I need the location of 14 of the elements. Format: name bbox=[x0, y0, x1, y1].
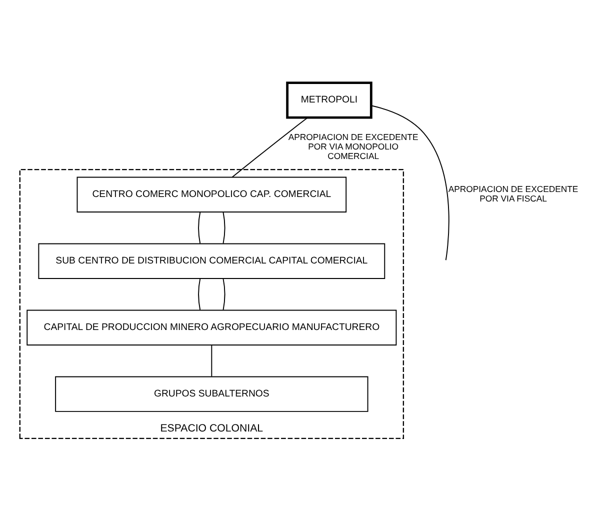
connector bbox=[232, 117, 308, 178]
node-box: METROPOLI bbox=[286, 82, 372, 119]
connector bbox=[222, 212, 226, 244]
edge-label: APROPIACION DE EXCEDENTE POR VIA MONOPOLIO COMERCIAL bbox=[288, 132, 418, 162]
connector bbox=[198, 278, 201, 310]
connector bbox=[222, 278, 226, 310]
node-box: SUB CENTRO DE DISTRIBUCION COMERCIAL CAPITAL COMERCIAL bbox=[38, 243, 386, 279]
edge-label: APROPIACION DE EXCEDENTE POR VIA FISCAL bbox=[448, 184, 578, 204]
node-box: CAPITAL DE PRODUCCION MINERO AGROPECUARIO MANUFACTURERO bbox=[26, 310, 397, 346]
connector bbox=[211, 344, 212, 377]
node-box: CENTRO COMERC MONOPOLICO CAP. COMERCIAL bbox=[76, 176, 347, 212]
node-box: GRUPOS SUBALTERNOS bbox=[55, 376, 368, 412]
connector bbox=[198, 212, 201, 244]
connector bbox=[370, 105, 450, 261]
